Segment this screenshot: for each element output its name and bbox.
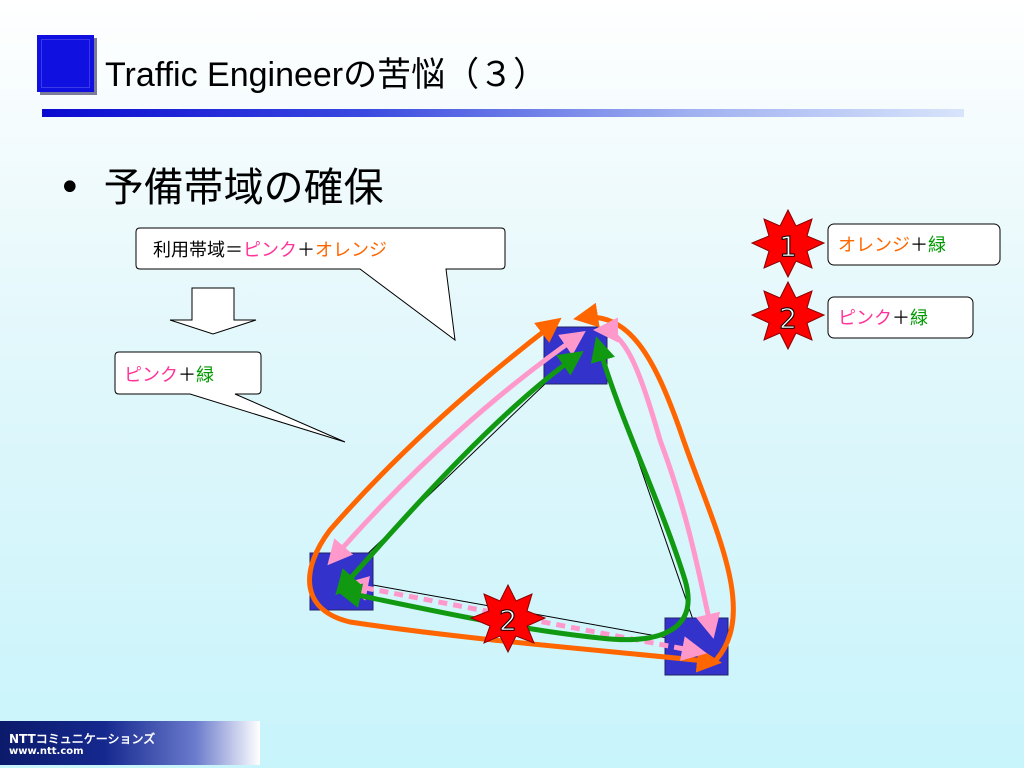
legend-1-part1: オレンジ — [838, 235, 910, 256]
callout-top-plus: ＋ — [297, 240, 315, 261]
callout-left-green: 緑 — [196, 365, 214, 386]
bullet-text: 予備帯域の確保 — [103, 165, 384, 211]
logo-company-name: NTTコミュニケーションズ — [9, 732, 156, 746]
legend-1-plus: ＋ — [910, 235, 928, 256]
bullet-item: • 予備帯域の確保 — [58, 155, 384, 213]
company-logo: NTTコミュニケーションズ www.ntt.com — [0, 721, 260, 765]
legend-item-2: 2 ピンク＋緑 — [750, 280, 974, 351]
callout-top-prefix: 利用帯域＝ — [153, 240, 243, 261]
legend-1-part2: 緑 — [928, 235, 946, 256]
legend-2-badge: 2 — [779, 302, 797, 335]
legend-2-plus: ＋ — [892, 308, 910, 329]
green-traffic-path — [335, 336, 691, 643]
callout-backup: ピンク＋緑 — [114, 351, 346, 443]
title-underline-bar — [42, 109, 964, 117]
bullet-dot: • — [58, 165, 82, 211]
legend-item-1: 1 オレンジ＋緑 — [750, 208, 1001, 279]
legend-2-part2: 緑 — [910, 308, 928, 329]
callout-left-pink: ピンク — [124, 365, 178, 386]
title-square-icon — [37, 35, 94, 92]
callout-top-orange: オレンジ — [315, 240, 387, 261]
legend-2-part1: ピンク — [838, 308, 892, 329]
svg-text:利用帯域＝ピンク＋オレンジ: 利用帯域＝ピンク＋オレンジ — [153, 240, 387, 261]
logo-url: www.ntt.com — [9, 746, 84, 757]
failure-burst-label: 2 — [499, 604, 517, 637]
svg-text:ピンク＋緑: ピンク＋緑 — [838, 308, 928, 329]
slide-title: Traffic Engineerの苦悩（３） — [105, 56, 548, 94]
callout-bandwidth: 利用帯域＝ピンク＋オレンジ — [135, 227, 506, 342]
callout-left-plus: ＋ — [178, 365, 196, 386]
down-arrow-icon — [169, 287, 257, 335]
svg-text:オレンジ＋緑: オレンジ＋緑 — [838, 235, 946, 256]
failure-burst-icon: 2 — [469, 583, 547, 654]
legend-1-badge: 1 — [779, 230, 797, 263]
svg-text:ピンク＋緑: ピンク＋緑 — [124, 365, 214, 386]
callout-top-pink: ピンク — [243, 240, 297, 261]
